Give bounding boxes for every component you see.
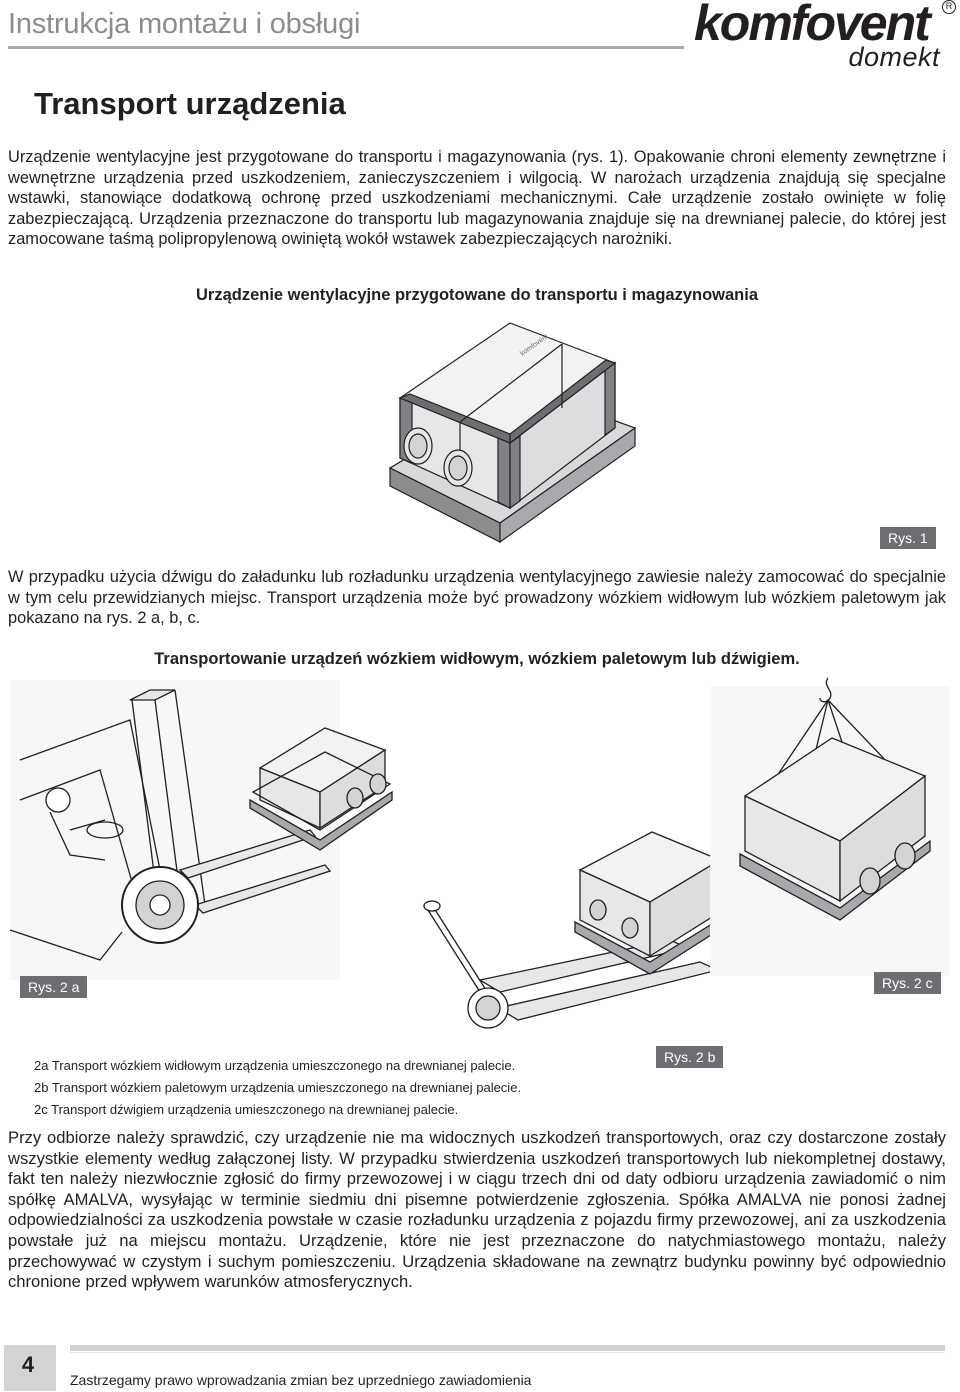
intro-paragraph: Urządzenie wentylacyjne jest przygotowan… [8,148,946,248]
page-number-box [4,1345,56,1391]
receipt-paragraph: Przy odbiorze należy sprawdzić, czy urzą… [8,1128,946,1292]
section-title: Transport urządzenia [34,86,346,121]
figure1-caption: Urządzenie wentylacyjne przygotowane do … [195,286,759,304]
header-divider [8,46,684,49]
figure2b-label: Rys. 2 b [656,1046,724,1068]
document-header-title: Instrukcja montażu i obsługi [8,8,361,40]
figure2a-label: Rys. 2 a [20,976,88,998]
figure2c-crane-lift [710,677,950,976]
figure1-label: Rys. 1 [880,527,936,549]
komfovent-logo: komfovent R domekt [694,0,956,74]
logo-subbrand: domekt [848,42,940,72]
footer-divider [70,1345,945,1351]
lifting-paragraph: W przypadku użycia dźwigu do załadunku l… [8,568,946,627]
figure2b-pallet-jack [423,831,726,1029]
page-number: 4 [21,1352,35,1377]
legend-item-2a: 2a Transport wózkiem widłowym urządzenia… [34,1058,516,1073]
figure1-packed-unit: komfovent [388,322,637,544]
footer-divider-line [70,1352,945,1353]
figure2a-forklift [9,680,393,980]
figure2-caption: Transportowanie urządzeń wózkiem widłowy… [154,650,800,668]
legend-item-2c: 2c Transport dźwigiem urządzenia umieszc… [34,1102,459,1117]
figure2c-label: Rys. 2 c [874,972,941,994]
legend-item-2b: 2b Transport wózkiem paletowym urządzeni… [34,1080,522,1095]
registered-mark: R [942,0,956,14]
logo-wordmark: komfovent [694,0,931,51]
footer-disclaimer: Zastrzegamy prawo wprowadzania zmian bez… [70,1372,532,1388]
